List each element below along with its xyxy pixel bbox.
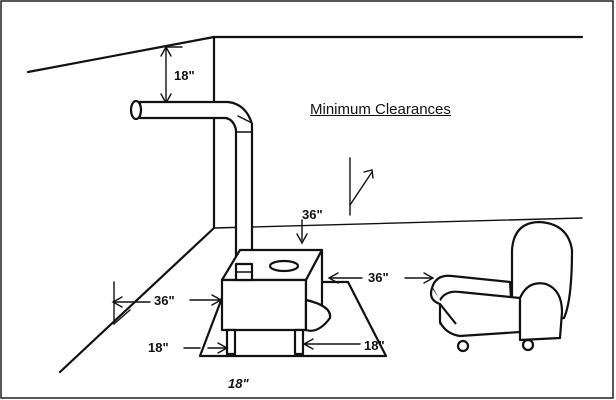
ceiling-clearance-label: 18" <box>174 68 195 83</box>
floor-pad-right-label: 18" <box>364 338 385 353</box>
floor-pad-front-label: 18" <box>228 376 249 391</box>
room-walls <box>26 35 584 374</box>
diagram-title: Minimum Clearances <box>310 101 451 118</box>
armchair <box>429 220 574 353</box>
rear-wall-clearance-label: 36" <box>302 207 323 222</box>
side-wall-dimension <box>111 281 223 325</box>
chimney-pipe <box>129 99 254 268</box>
side-wall-clearance-label: 36" <box>154 293 175 308</box>
pad-dimensions <box>183 338 361 354</box>
wood-stove <box>220 248 332 356</box>
furniture-clearance-label: 36" <box>368 270 389 285</box>
furniture-dimension <box>327 272 435 284</box>
floor-pad-left-label: 18" <box>148 340 169 355</box>
rear-dimension <box>296 157 374 245</box>
